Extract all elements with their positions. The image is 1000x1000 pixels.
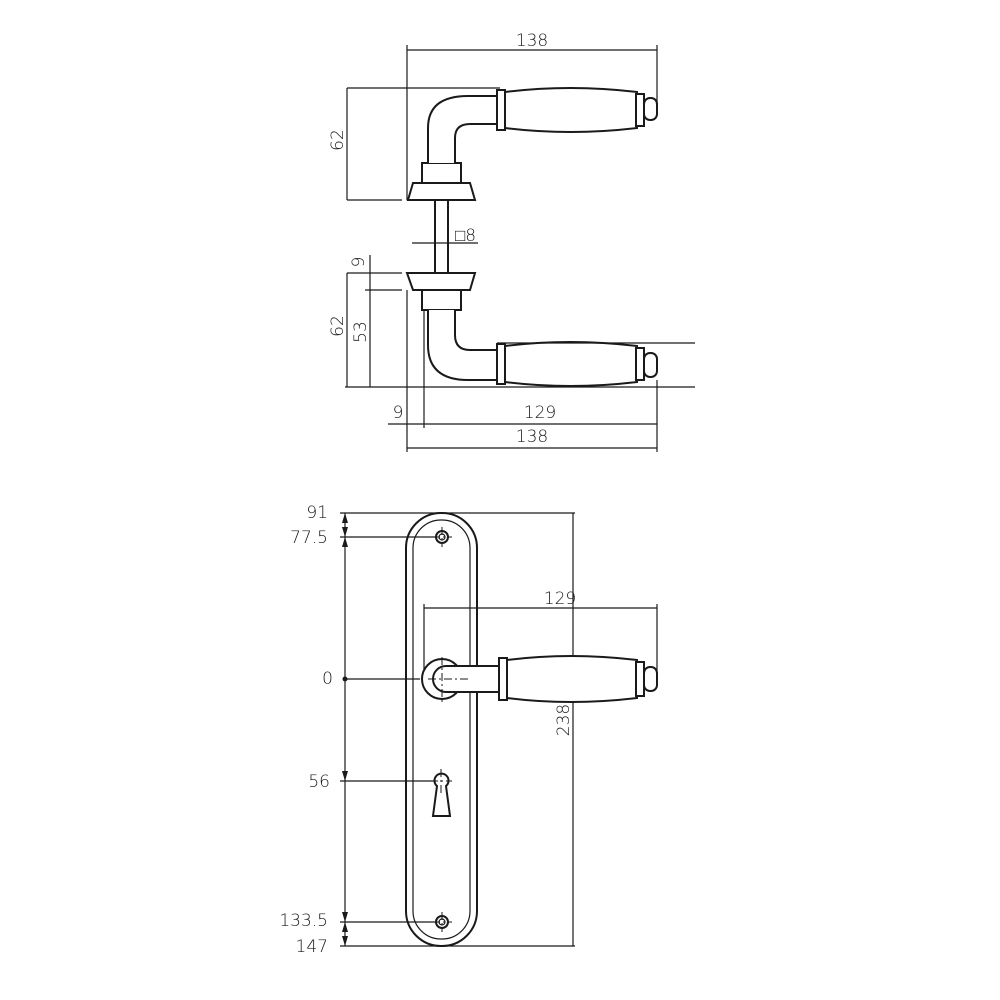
- screw-bottom: [432, 912, 452, 932]
- dim-label-91: 91: [306, 503, 328, 523]
- dim-label-77-5: 77.5: [290, 528, 328, 548]
- dim-label-spindle: □8: [455, 226, 476, 246]
- dim-label-238: 238: [554, 704, 574, 736]
- bottom-lever: [405, 272, 658, 387]
- dim-label-9-offset: 9: [393, 403, 404, 423]
- front-lever: [421, 655, 658, 703]
- backplate-inner: [412, 519, 471, 940]
- dim-label-138-top: 138: [516, 31, 548, 51]
- top-view: 138 62 □8: [328, 31, 695, 452]
- dim-label-129-front: 129: [544, 589, 576, 609]
- dim-label-129-top: 129: [524, 403, 556, 423]
- dim-label-138-bottom: 138: [516, 427, 548, 447]
- spindle: [434, 199, 449, 274]
- dim-arrows: [342, 513, 348, 946]
- dim-label-133-5: 133.5: [279, 911, 328, 931]
- front-view: 91 77.5 0 56 133.5 147 238 129: [279, 503, 658, 957]
- backplate: [405, 512, 478, 947]
- dim-label-9-rose: 9: [349, 257, 369, 268]
- dim-label-53: 53: [351, 321, 371, 343]
- dim-label-62-bottom: 62: [328, 315, 348, 337]
- dim-label-147: 147: [296, 937, 328, 957]
- dim-label-56: 56: [308, 772, 330, 792]
- dim-label-0: 0: [322, 669, 333, 689]
- top-lever: [406, 87, 658, 201]
- dim-label-62-top: 62: [328, 129, 348, 151]
- keyhole: [430, 769, 452, 817]
- screw-top: [432, 527, 452, 547]
